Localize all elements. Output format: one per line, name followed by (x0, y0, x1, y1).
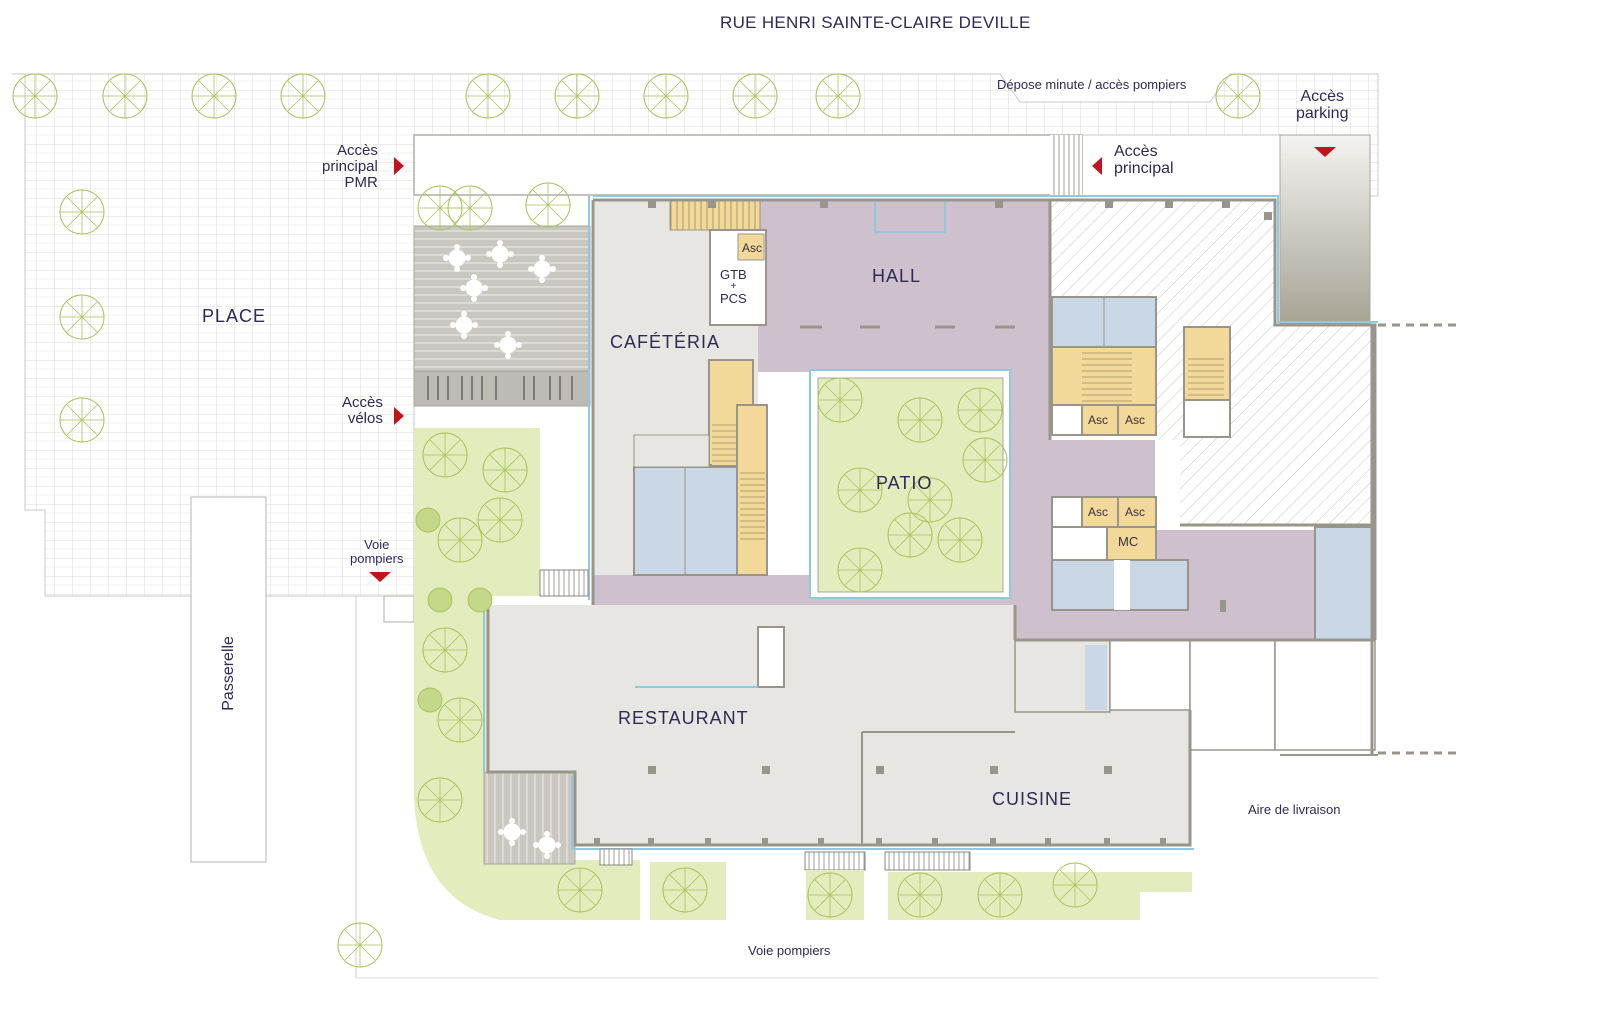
footbridge-label: Passerelle (219, 636, 237, 711)
elevator-label: Asc (742, 241, 763, 255)
bike-access-arrow-icon (394, 407, 404, 425)
terrace-south (483, 771, 576, 865)
fire-lane-west-label: Voie pompiers (350, 537, 404, 566)
footbridge (190, 496, 267, 863)
elevator-label: Asc (1088, 413, 1109, 427)
room-kitchen: CUISINE (992, 789, 1073, 809)
garden-south (650, 862, 1192, 920)
room-mc: MC (1118, 534, 1139, 549)
main-access-label: Accès principal (1114, 143, 1174, 177)
room-cafeteria: CAFÉTÉRIA (610, 332, 721, 352)
main-access-arrow-icon (1092, 157, 1102, 175)
main-access-pmr-arrow-icon (394, 157, 404, 175)
room-restaurant: RESTAURANT (618, 708, 749, 728)
delivery-area-label: Aire de livraison (1248, 802, 1341, 817)
elevator-label: Asc (1125, 413, 1146, 427)
bike-access-label: Accès vélos (342, 394, 383, 427)
elevator-label: Asc (1088, 505, 1109, 519)
room-patio: PATIO (876, 473, 933, 493)
elevator-label: Asc (1125, 505, 1146, 519)
parking-ramp (1279, 134, 1371, 324)
room-gtb-pcs: GTB + PCS (720, 267, 747, 307)
fire-lane-west-arrow-icon (369, 572, 391, 582)
parking-access-arrow-icon (1314, 147, 1336, 157)
drop-off-label: Dépose minute / accès pompiers (997, 77, 1187, 92)
room-place: PLACE (202, 306, 267, 326)
fire-lane-south-label: Voie pompiers (748, 943, 831, 958)
street-title: RUE HENRI SAINTE-CLAIRE DEVILLE (720, 13, 1031, 32)
main-access-pmr-label: Accès principal PMR (322, 142, 378, 191)
paved-plaza (12, 73, 1379, 597)
bike-parking (413, 370, 591, 407)
building (483, 195, 1378, 865)
parking-access-label: Accès parking (1296, 88, 1349, 122)
room-hall: HALL (872, 266, 922, 286)
